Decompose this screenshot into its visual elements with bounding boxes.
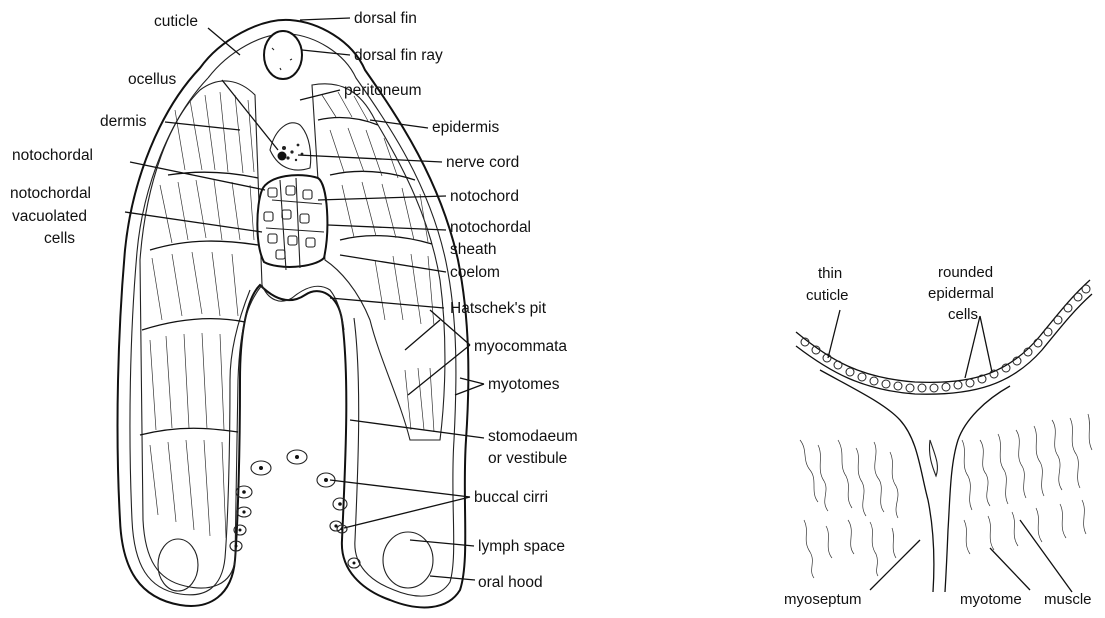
label-cells: cells — [948, 306, 978, 323]
label-notochord: notochord — [450, 188, 519, 205]
labels-right: thin cuticle rounded epidermal cells myo… — [784, 264, 1092, 608]
label-stomodaeum: stomodaeum — [488, 428, 578, 445]
cuticle-inner — [796, 294, 1092, 394]
myoseptum-drop — [929, 440, 937, 476]
label-muscle: muscle — [1044, 591, 1092, 608]
label-or-vestibule: or vestibule — [488, 450, 567, 467]
label-coelom: coelom — [450, 264, 500, 281]
label-thin-cuticle: cuticle — [806, 287, 849, 304]
label-myotome: myotome — [960, 591, 1022, 608]
label-dermis: dermis — [100, 113, 147, 130]
label-notochordal: notochordal — [12, 147, 93, 164]
label-notochordal-sheath-1: notochordal — [450, 219, 531, 236]
label-cuticle: cuticle — [154, 13, 198, 30]
label-nerve-cord: nerve cord — [446, 154, 519, 171]
muscle-texture — [800, 414, 1092, 578]
ocellus-spot — [278, 152, 287, 161]
label-buccal-cirri: buccal cirri — [474, 489, 548, 506]
leader-lines-right — [828, 310, 1072, 592]
label-peritoneum: peritoneum — [344, 82, 422, 99]
muscle-detail-drawing — [796, 280, 1092, 592]
label-notochordal-sheath-2: sheath — [450, 241, 497, 258]
label-hatscheks-pit: Hatschek's pit — [450, 300, 547, 317]
label-myotomes: myotomes — [488, 376, 560, 393]
label-rounded: rounded — [938, 264, 993, 281]
body-outline — [118, 20, 469, 608]
label-dorsal-fin: dorsal fin — [354, 10, 417, 27]
label-notochordal-vacuolated-3: cells — [44, 230, 75, 247]
label-myoseptum: myoseptum — [784, 591, 862, 608]
label-oral-hood: oral hood — [478, 574, 543, 591]
label-epidermal: epidermal — [928, 285, 994, 302]
buccal-cirri — [230, 450, 360, 568]
dorsal-fin-ray-shape — [264, 31, 302, 79]
cross-section-drawing — [118, 20, 469, 608]
label-notochordal-vacuolated-2: vacuolated — [12, 208, 87, 225]
label-myocommata: myocommata — [474, 338, 567, 355]
label-lymph-space: lymph space — [478, 538, 565, 555]
label-epidermis: epidermis — [432, 119, 499, 136]
label-notochordal-vacuolated-1: notochordal — [10, 185, 91, 202]
label-thin: thin — [818, 265, 842, 282]
label-dorsal-fin-ray: dorsal fin ray — [354, 47, 443, 64]
label-ocellus: ocellus — [128, 71, 176, 88]
myoseptum-right-edge — [945, 386, 1010, 592]
